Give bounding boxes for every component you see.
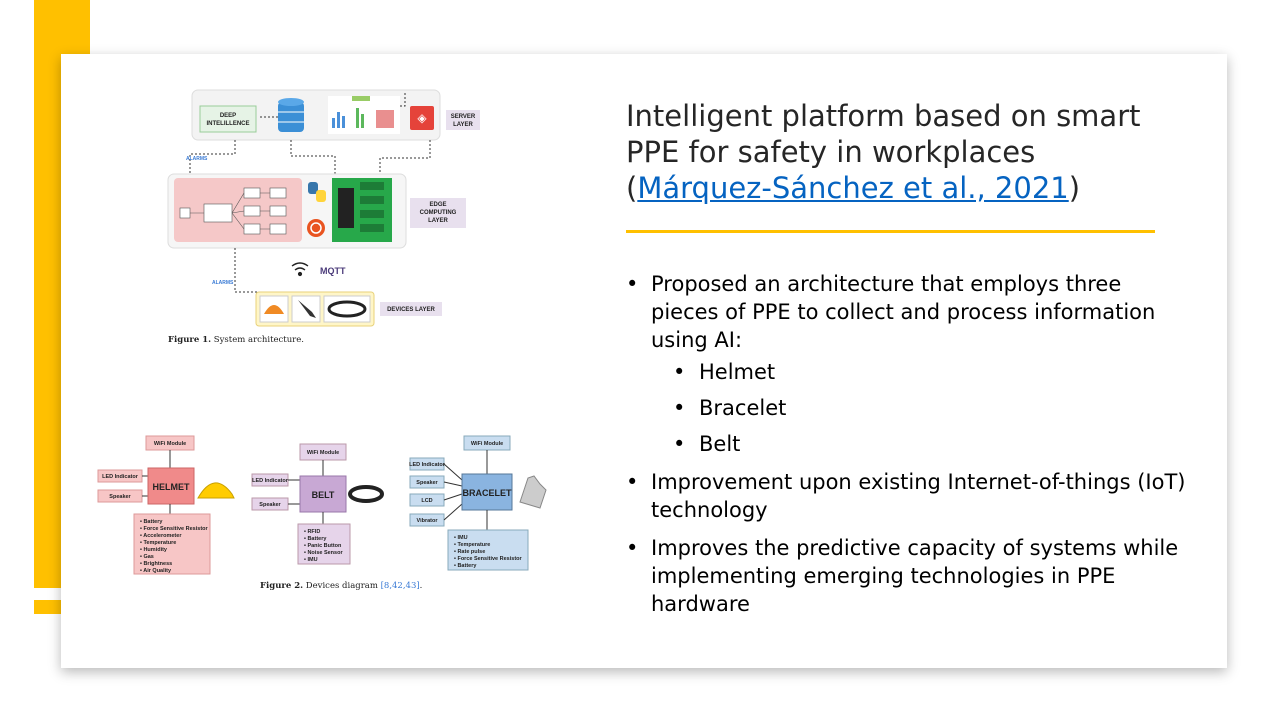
- engine-diagram: [179, 187, 287, 235]
- sensor-list-item: • Battery: [304, 536, 327, 542]
- alarms-label-top: ALARMS: [186, 156, 208, 162]
- bracelet-vibrator: Vibrator: [417, 518, 439, 524]
- devices-label-box: [380, 302, 442, 316]
- sub-bullet-item: Bracelet: [651, 394, 1186, 422]
- accent-tick: [34, 600, 62, 614]
- sensor-list-item: • Panic Button: [304, 543, 342, 549]
- bullet-item: Improves the predictive capacity of syst…: [626, 534, 1186, 618]
- bullet-item: Improvement upon existing Internet-of-th…: [626, 468, 1186, 524]
- sensor-list-item: • Temperature: [140, 540, 176, 546]
- figure-system-architecture: DEEP INTELILLENCE ◈ SERVER LAYER ALARMS: [167, 89, 480, 345]
- server-label-2: LAYER: [453, 122, 473, 128]
- slide-title: Intelligent platform based on smart PPE …: [626, 99, 1141, 205]
- server-layer-label-box: [446, 110, 480, 130]
- bullet-list: Proposed an architecture that employs th…: [626, 270, 1186, 628]
- sensor-list-item: • Temperature: [454, 542, 490, 548]
- edge-label-2: COMPUTING: [420, 210, 457, 216]
- sensor-list-item: • Brightness: [140, 561, 172, 567]
- bracelet-led: LED Indicator: [409, 462, 446, 468]
- sensor-list-item: • Battery: [140, 519, 163, 525]
- sensor-list-item: • Force Sensitive Resistor: [140, 526, 209, 532]
- sensor-list-item: • IMU: [454, 535, 468, 541]
- title-rule: [626, 230, 1155, 233]
- belt-speaker: Speaker: [259, 502, 281, 508]
- sensor-list-item: • IMU: [304, 557, 318, 563]
- sensor-list-item: • Air Quality: [140, 568, 172, 574]
- sensor-list-item: • Noise Sensor: [304, 550, 343, 556]
- sub-bullet-item: Belt: [651, 430, 1186, 458]
- deep-label-2: INTELILLENCE: [207, 121, 250, 127]
- sensor-list-item: • Gas: [140, 554, 154, 560]
- edge-label-box: [410, 198, 466, 228]
- helmet-wifi: WiFi Module: [154, 441, 186, 447]
- deep-label-1: DEEP: [220, 113, 236, 119]
- glove-image: [519, 475, 547, 509]
- dashboard-charts-icon: [328, 96, 400, 134]
- mqtt-label: MQTT: [320, 266, 346, 276]
- helmet-label: HELMET: [153, 482, 191, 492]
- ubuntu-icon: [307, 219, 325, 237]
- sensor-list-item: • Battery: [454, 563, 477, 569]
- helmet-device-icon: [259, 295, 289, 323]
- helmet-image: [197, 482, 235, 499]
- database-icon: [278, 98, 304, 132]
- sensor-list-item: • Force Sensitive Resistor: [454, 556, 523, 562]
- belt-image: [348, 485, 384, 503]
- edge-board-chip: [338, 188, 354, 228]
- belt-sensor-list: [297, 523, 351, 565]
- bracelet-speaker: Speaker: [416, 480, 438, 486]
- bracelet-sensor-list: [447, 529, 529, 571]
- figure2-caption: Figure 2. Devices diagram [8,42,43].: [260, 581, 422, 591]
- laravel-icon: ◈: [410, 106, 434, 130]
- sensor-list-item: • RFID: [304, 529, 320, 535]
- belt-block: [299, 475, 347, 513]
- belt-device-icon: [323, 295, 371, 323]
- helmet-block: [147, 467, 195, 505]
- helmet-led: LED Indicator: [102, 474, 139, 480]
- bracelet-wifi: WiFi Module: [471, 441, 503, 447]
- sub-bullet-list: Helmet Bracelet Belt: [651, 358, 1186, 458]
- belt-label: BELT: [312, 490, 335, 500]
- glove-device-icon: [291, 295, 321, 323]
- bracelet-list-items: • IMU• Temperature• Rate pulse• Force Se…: [454, 535, 523, 569]
- python-icon: [308, 182, 326, 202]
- citation-link[interactable]: Márquez-Sánchez et al., 2021: [637, 171, 1069, 205]
- helmet-sensor-list: [133, 513, 211, 575]
- sensor-list-item: • Humidity: [140, 547, 168, 553]
- edge-label-3: LAYER: [428, 218, 448, 224]
- alarms-label-bottom: ALARMS: [212, 280, 234, 286]
- belt-wifi: WiFi Module: [307, 450, 339, 456]
- edge-label-1: EDGE: [429, 202, 446, 208]
- bracelet-lcd: LCD: [421, 498, 432, 504]
- bracelet-block: [461, 473, 513, 511]
- sub-bullet-item: Helmet: [651, 358, 1186, 386]
- bullet-item: Proposed an architecture that employs th…: [626, 270, 1186, 458]
- bracelet-label: BRACELET: [463, 488, 513, 498]
- belt-list-items: • RFID• Battery• Panic Button• Noise Sen…: [304, 529, 343, 563]
- sensor-list-item: • Rate pulse: [454, 549, 485, 555]
- helmet-speaker: Speaker: [109, 494, 131, 500]
- belt-led: LED Indicator: [252, 478, 289, 484]
- figure1-caption: Figure 1. System architecture.: [168, 335, 304, 345]
- deep-intelligence-box: [199, 105, 257, 133]
- server-label-1: SERVER: [451, 114, 476, 120]
- svg-text:◈: ◈: [417, 111, 427, 125]
- devices-label: DEVICES LAYER: [387, 307, 435, 313]
- sensor-list-item: • Accelerometer: [140, 533, 182, 539]
- helmet-list-items: • Battery• Force Sensitive Resistor• Acc…: [140, 519, 209, 574]
- wifi-icon: [291, 262, 309, 277]
- figure-devices-diagram: WiFi Module LED Indicator Speaker HELMET…: [97, 435, 547, 591]
